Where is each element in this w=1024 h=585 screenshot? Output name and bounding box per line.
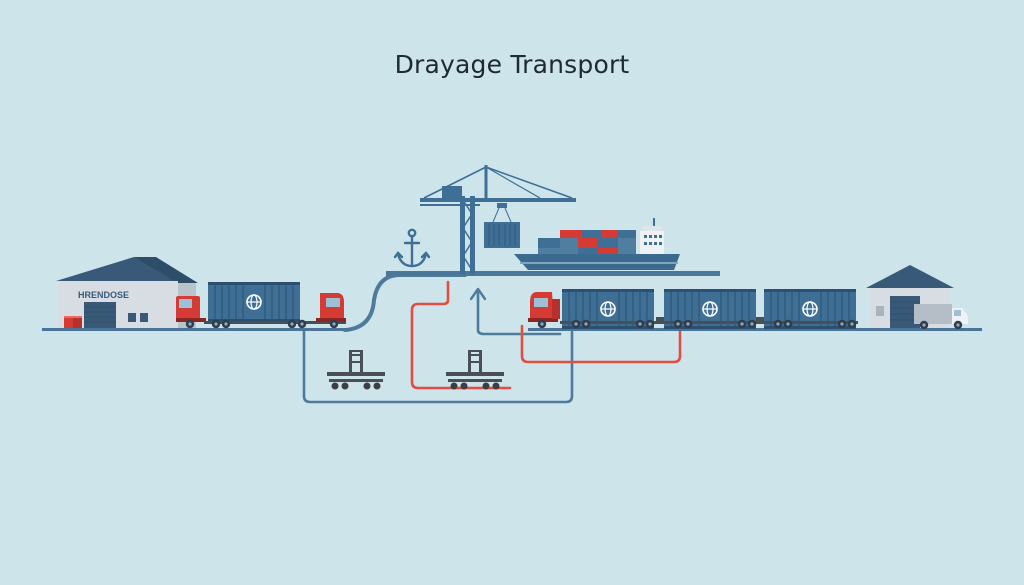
warehouse-sign: HRENDOSE (78, 290, 129, 300)
delivery-van (914, 304, 968, 330)
cargo-boxes (64, 316, 82, 328)
gantry-crane (420, 165, 576, 274)
route-blue-left-loop (302, 328, 574, 404)
rail-cart-right (446, 350, 504, 390)
cargo-ship (514, 218, 680, 270)
anchor-icon (393, 228, 431, 268)
ship-container-stack (538, 230, 636, 254)
route-blue-up-arrow-line (476, 290, 562, 336)
ground-line (42, 328, 982, 331)
warehouse-door (84, 302, 116, 328)
warehouse-left: HRENDOSE (56, 257, 198, 328)
arrow-up-icon (469, 287, 487, 301)
route-red-left (410, 280, 512, 390)
truck-left (176, 281, 346, 329)
truck-right (528, 288, 858, 330)
route-red-right (520, 324, 682, 364)
rail-cart-left (327, 350, 385, 390)
diagram-title: Drayage Transport (394, 50, 630, 79)
dock-platform (386, 271, 720, 276)
